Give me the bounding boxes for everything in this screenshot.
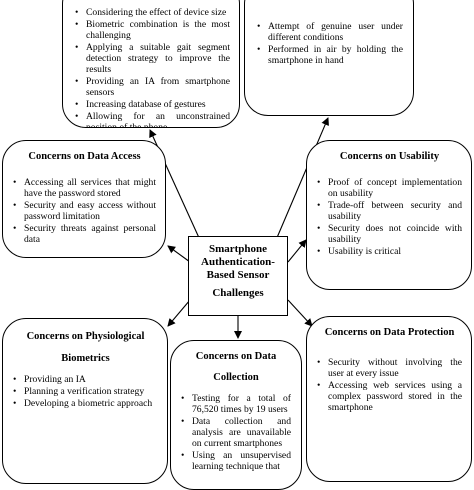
box-title: Concerns on Usability	[339, 151, 440, 162]
arrow-to-data-protection	[287, 299, 313, 327]
box-data-collection: Concerns on Data Collection Testing for …	[170, 340, 302, 490]
list-item: Allowing for an unconstrained position o…	[75, 111, 230, 127]
list-item: Proof of concept implementation on usabi…	[317, 177, 462, 199]
center-title: Smartphone Authentication-Based Sensor	[201, 243, 275, 281]
list-item: Accessing all services that might have t…	[13, 177, 156, 199]
list-item: Security does not coincide with usabilit…	[317, 223, 462, 245]
box-title-line1: Concerns on Data	[195, 351, 277, 362]
list-item: Providing an IA from smartphone sensors	[75, 76, 230, 98]
list-item: Attempt of genuine user under different …	[257, 21, 403, 43]
center-box: Smartphone Authentication-Based Sensor C…	[188, 236, 288, 316]
usability-list: Proof of concept implementation on usabi…	[317, 177, 462, 257]
list-item: Increasing database of gestures	[75, 99, 230, 110]
box-title-line2: Biometrics	[61, 353, 110, 364]
list-item: Biometric combination is the most challe…	[75, 19, 230, 41]
list-item: Security and easy access without passwor…	[13, 200, 156, 222]
box-data-protection: Concerns on Data Protection Security wit…	[306, 316, 472, 482]
top-right-list: Attempt of genuine user under different …	[257, 21, 403, 66]
box-title: Concerns on Data Protection	[324, 327, 455, 338]
arrow-to-physiological	[167, 299, 191, 327]
arrow-to-usability	[287, 239, 307, 263]
list-item: Applying a suitable gait segment detecti…	[75, 42, 230, 75]
data-protection-list: Security without involving the user at e…	[317, 357, 462, 413]
data-access-list: Accessing all services that might have t…	[13, 177, 156, 245]
list-item: Testing for a total of 76,520 times by 1…	[181, 393, 291, 415]
list-item: Using an unsupervised learning technique…	[181, 450, 291, 472]
box-title-line2: Collection	[213, 372, 259, 383]
data-collection-list: Testing for a total of 76,520 times by 1…	[181, 393, 291, 472]
list-item: Developing a biometric approach	[13, 398, 158, 409]
box-top-right: Attempt of genuine user under different …	[244, 0, 414, 116]
box-physiological-biometrics: Concerns on Physiological Biometrics Pro…	[2, 318, 168, 484]
list-item: Security threats against personal data	[13, 223, 156, 245]
box-title: Concerns on Data Access	[28, 151, 141, 162]
list-item: Data collection and analysis are unavail…	[181, 416, 291, 449]
top-left-list: Considering the effect of device size Bi…	[75, 7, 230, 127]
arrow-to-data-access	[167, 245, 191, 263]
center-subtitle: Challenges	[212, 287, 264, 299]
list-item: Usability is critical	[317, 246, 462, 257]
list-item: Planning a verification strategy	[13, 386, 158, 397]
list-item: Providing an IA	[13, 374, 158, 385]
box-top-left: Considering the effect of device size Bi…	[62, 0, 240, 128]
physiological-list: Providing an IA Planning a verification …	[13, 374, 158, 409]
list-item: Accessing web services using a complex p…	[317, 380, 462, 413]
box-usability: Concerns on Usability Proof of concept i…	[306, 140, 472, 290]
box-data-access: Concerns on Data Access Accessing all se…	[2, 140, 166, 258]
list-item: Considering the effect of device size	[75, 7, 230, 18]
arrow-to-top-right	[275, 117, 329, 241]
box-title-line1: Concerns on Physiological	[26, 331, 145, 342]
list-item: Trade-off between security and usability	[317, 200, 462, 222]
list-item: Security without involving the user at e…	[317, 357, 462, 379]
list-item: Performed in air by holding the smartpho…	[257, 44, 403, 66]
